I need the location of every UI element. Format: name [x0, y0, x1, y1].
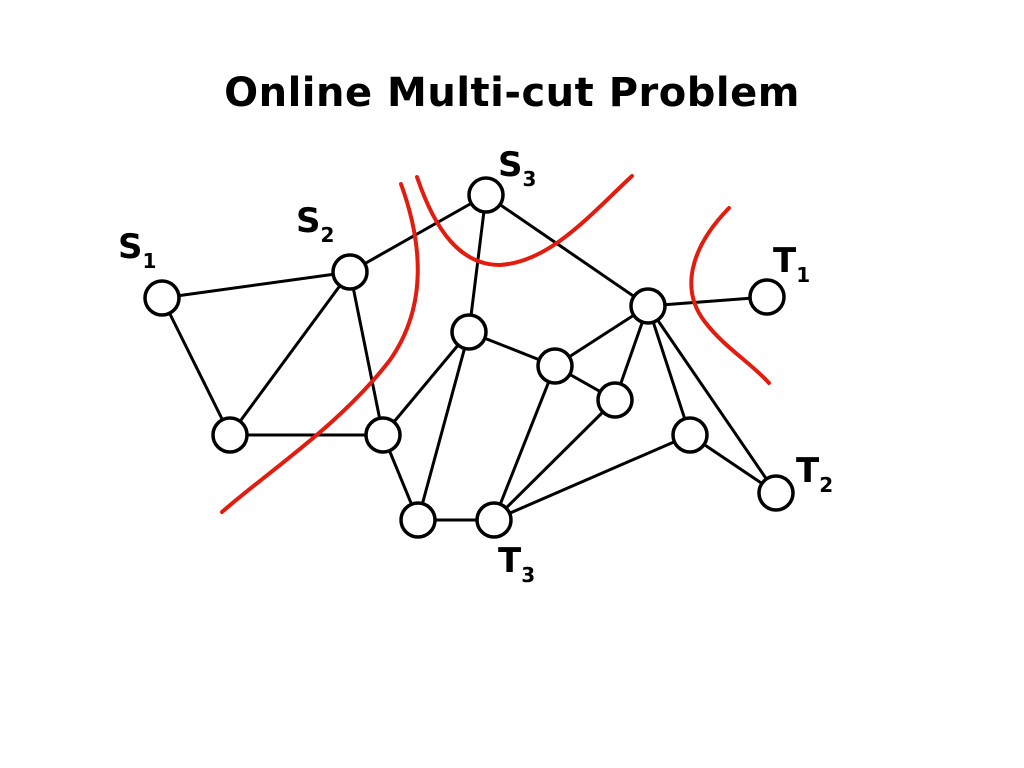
edge-d-t1 [647, 295, 768, 308]
cut-curve-left [220, 182, 420, 514]
label-s1: S1 [118, 227, 156, 273]
label-s2: S2 [296, 201, 334, 247]
edge-s2-s3 [349, 193, 487, 274]
cut-curve-top [415, 174, 634, 268]
edge-c-e [416, 331, 471, 521]
node-t2 [757, 474, 795, 512]
node-t3 [475, 501, 513, 539]
slide-title: Online Multi-cut Problem [224, 70, 800, 116]
label-t3: T3 [498, 541, 535, 587]
label-t2: T2 [796, 451, 833, 497]
edge-g-t3 [492, 398, 617, 522]
cut-curve-right [689, 206, 771, 385]
edge-b-c [381, 331, 471, 436]
edge-s2-b [348, 271, 385, 436]
edge-d-t2 [646, 305, 778, 494]
edge-f-t3 [492, 365, 557, 521]
edge-s3-d [485, 193, 649, 308]
edge-d-h [646, 305, 692, 436]
cut-curves [220, 174, 771, 514]
label-t1: T1 [773, 241, 810, 287]
edge-h-t3 [493, 433, 691, 522]
node-labels: S1 S2 S3 T1 T2 T3 [118, 145, 833, 587]
node-s3 [467, 176, 505, 214]
edge-s3-c [467, 194, 488, 333]
node-d [629, 287, 667, 325]
node-s2 [331, 253, 369, 291]
node-h [671, 416, 709, 454]
node-c [450, 313, 488, 351]
node-f [536, 347, 574, 385]
edge-s2-a [228, 271, 352, 436]
nodes [143, 176, 795, 539]
node-g [596, 381, 634, 419]
node-a [211, 416, 249, 454]
node-b [364, 416, 402, 454]
edges [160, 193, 778, 522]
node-e [399, 501, 437, 539]
node-t1 [748, 278, 786, 316]
node-s1 [143, 279, 181, 317]
edge-s1-s2 [161, 270, 351, 300]
label-s3: S3 [498, 145, 536, 191]
edge-s1-a [160, 297, 232, 436]
